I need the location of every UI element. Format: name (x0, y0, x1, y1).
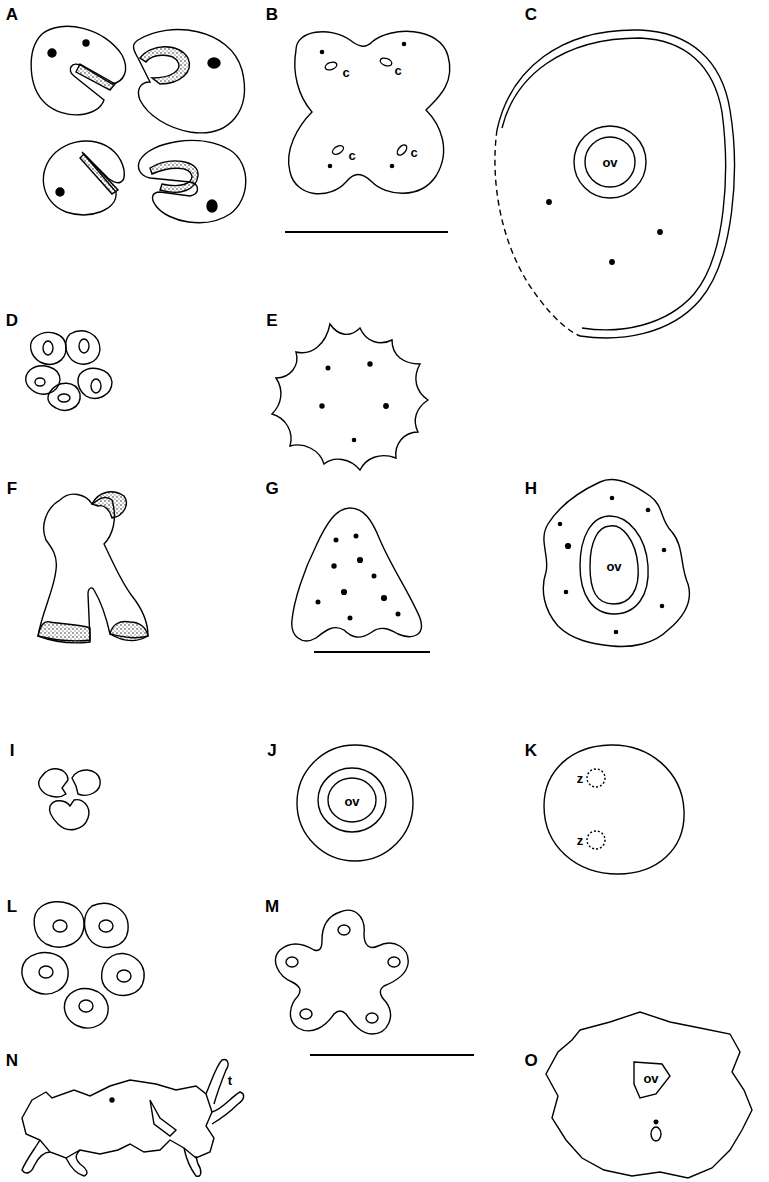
part-label: z (577, 834, 584, 847)
panel-letter: H (525, 480, 537, 497)
scale-bar (310, 1054, 474, 1056)
panel-l-drawing (22, 902, 144, 1028)
panel-n-drawing (22, 1060, 244, 1177)
panel-i-drawing (39, 769, 101, 830)
part-label: ov (344, 795, 359, 808)
panel-e-drawing (272, 324, 428, 470)
panel-a-drawing (31, 26, 246, 222)
panel-g-drawing (292, 508, 422, 641)
panel-letter: O (524, 1052, 537, 1069)
part-label: t (228, 1074, 232, 1087)
panel-letter: I (10, 742, 15, 759)
panel-letter: J (267, 742, 276, 759)
panel-o-drawing (546, 1012, 752, 1178)
panel-letter: B (266, 6, 278, 23)
panel-b-drawing (289, 31, 450, 193)
panel-letter: N (6, 1052, 18, 1069)
panel-letter: E (266, 312, 277, 329)
panel-letter: A (6, 6, 18, 23)
panel-letter: C (525, 6, 537, 23)
panel-f-drawing (38, 492, 148, 643)
panel-h-drawing (543, 479, 689, 646)
part-label: z (577, 772, 584, 785)
part-label: c (342, 66, 349, 79)
scale-bar (314, 651, 430, 653)
panel-k-drawing (544, 745, 684, 874)
panel-c-drawing (495, 30, 734, 338)
part-label: c (348, 149, 355, 162)
panel-d-drawing (26, 331, 112, 410)
panel-letter: K (525, 742, 537, 759)
panel-j-drawing (297, 745, 413, 861)
panel-letter: F (7, 480, 17, 497)
panel-letter: D (6, 312, 18, 329)
panel-letter: G (265, 480, 278, 497)
panel-letter: M (265, 898, 279, 915)
scale-bar (285, 231, 448, 233)
part-label: ov (602, 156, 617, 169)
part-label: ov (643, 1072, 658, 1085)
part-label: c (394, 64, 401, 77)
part-label: ov (606, 560, 621, 573)
panel-letter: L (7, 898, 17, 915)
panel-m-drawing (276, 910, 409, 1034)
part-label: c (410, 146, 417, 159)
